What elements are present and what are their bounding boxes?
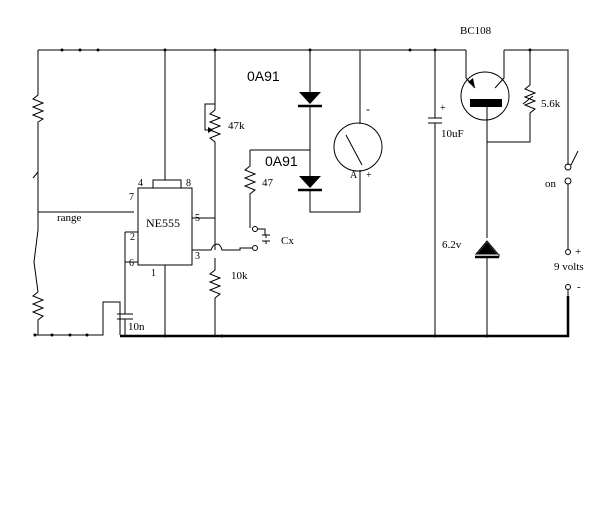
pin-3: 3 xyxy=(195,251,200,262)
resistor-47 xyxy=(243,149,310,228)
r47-label: 47 xyxy=(262,177,274,189)
r47k-label: 47k xyxy=(228,120,245,132)
pin-2: 2 xyxy=(130,232,135,243)
transistor-bc108 xyxy=(460,50,531,238)
bottom-rail xyxy=(33,296,570,338)
ic-label: NE555 xyxy=(146,216,180,230)
pin-8: 8 xyxy=(186,178,191,189)
switch-label: on xyxy=(545,178,557,190)
c10uf-plus: + xyxy=(440,103,446,114)
battery-plus: + xyxy=(575,246,581,258)
c10n-label: 10n xyxy=(128,321,145,333)
capacitor-10n xyxy=(117,300,133,336)
diode-0a91-top xyxy=(298,50,322,150)
resistor-5-6k xyxy=(522,50,537,122)
battery-terminals xyxy=(565,249,571,296)
meter-plus: + xyxy=(366,170,372,181)
r10k-label: 10k xyxy=(231,270,248,282)
meter-minus: - xyxy=(366,102,370,116)
pin-5: 5 xyxy=(195,213,200,224)
zener-diode xyxy=(474,240,500,336)
battery-label: 9 volts xyxy=(554,261,584,273)
pin-4: 4 xyxy=(138,178,143,189)
range-potentiometer xyxy=(31,50,134,335)
pin-7: 7 xyxy=(129,192,134,203)
resistor-10k xyxy=(208,150,222,336)
transistor-label: BC108 xyxy=(460,25,492,37)
diode-top-label: 0A91 xyxy=(247,68,280,84)
diode-bottom-label: 0A91 xyxy=(265,153,298,169)
capacitor-10uf xyxy=(428,50,442,336)
pin-1: 1 xyxy=(151,268,156,279)
c10uf-label: 10uF xyxy=(441,128,464,140)
on-switch[interactable] xyxy=(564,150,579,250)
meter-label: A xyxy=(350,170,358,181)
resistor-47k-trimmer xyxy=(204,50,222,150)
battery-minus: - xyxy=(577,281,581,293)
ne555-ic xyxy=(124,50,252,336)
cx-label: Cx xyxy=(281,235,294,247)
range-label: range xyxy=(57,212,82,224)
cx-terminals xyxy=(252,226,270,251)
ammeter xyxy=(333,50,383,172)
pin-6: 6 xyxy=(129,258,134,269)
r5-6k-label: 5.6k xyxy=(541,98,561,110)
diode-0a91-bottom xyxy=(298,150,361,213)
zener-label: 6.2v xyxy=(442,239,462,251)
